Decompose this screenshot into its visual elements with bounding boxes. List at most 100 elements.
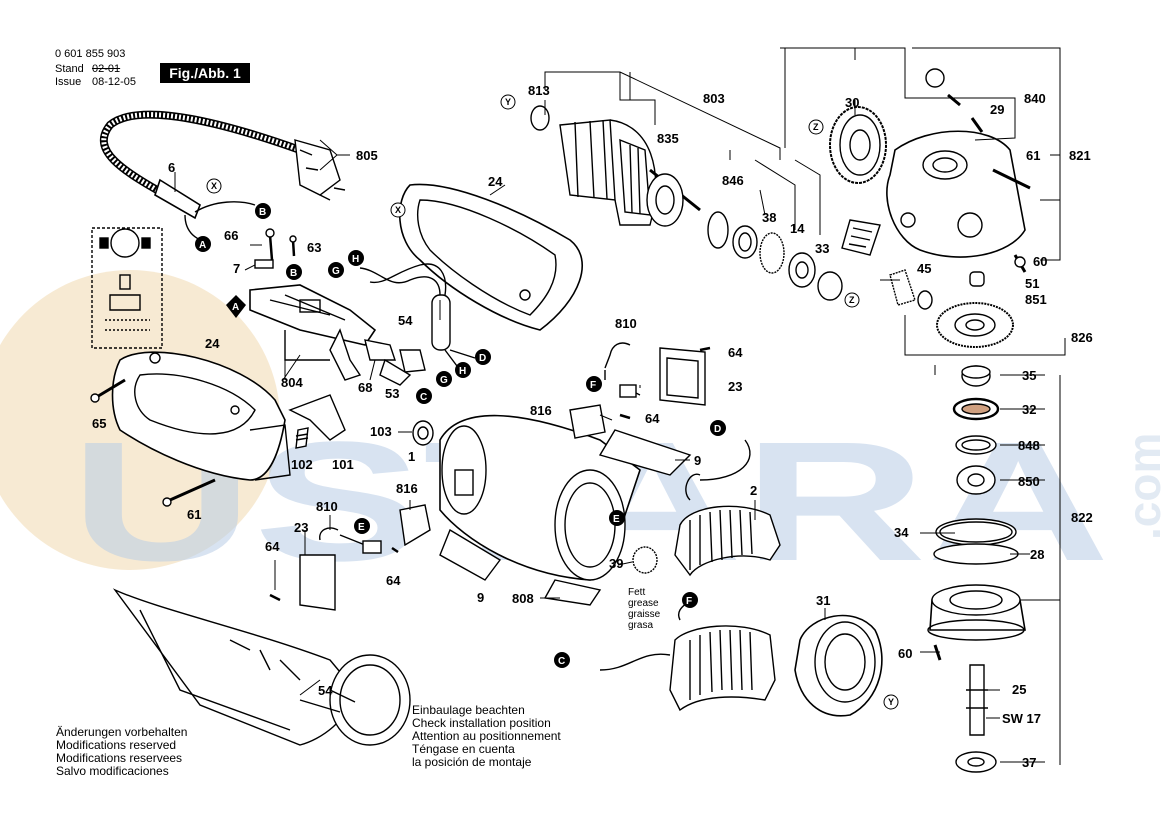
svg-text:C: C bbox=[558, 656, 565, 667]
label-51: 51 bbox=[1025, 276, 1039, 291]
motor-housing-1 bbox=[439, 414, 641, 581]
label-61-left: 61 bbox=[187, 507, 201, 522]
label-2: 2 bbox=[750, 483, 757, 498]
label-68: 68 bbox=[358, 380, 372, 395]
pin-G-1: G bbox=[328, 262, 344, 278]
label-23-lower: 23 bbox=[294, 520, 308, 535]
modifications-note-en: Modifications reserved bbox=[56, 738, 177, 752]
small-parts-840 bbox=[925, 68, 984, 133]
label-810-upper: 810 bbox=[615, 316, 637, 331]
label-808: 808 bbox=[512, 591, 534, 606]
switch-assembly bbox=[249, 284, 426, 386]
svg-text:H: H bbox=[459, 366, 466, 377]
label-835: 835 bbox=[657, 131, 679, 146]
svg-text:X: X bbox=[211, 181, 217, 191]
pin-B-2: B bbox=[286, 264, 302, 280]
installation-note-fr: Attention au positionnement bbox=[412, 729, 561, 743]
fan-103 bbox=[412, 420, 434, 446]
label-23-upper: 23 bbox=[728, 379, 742, 394]
label-840: 840 bbox=[1024, 91, 1046, 106]
installation-note-en: Check installation position bbox=[412, 716, 551, 730]
pin-H-1: H bbox=[348, 250, 364, 266]
label-64-lower-right: 64 bbox=[386, 573, 401, 588]
label-64-upper: 64 bbox=[728, 345, 743, 360]
bevel-gear-30 bbox=[829, 106, 887, 184]
label-37: 37 bbox=[1022, 755, 1036, 770]
svg-text:Y: Y bbox=[505, 97, 511, 107]
screws-right bbox=[992, 168, 1031, 273]
figure-badge: Fig./Abb. 1 bbox=[160, 63, 250, 83]
parts-line-art bbox=[90, 68, 1031, 773]
grease-note-1: grease bbox=[628, 598, 659, 609]
svg-text:Y: Y bbox=[888, 697, 894, 707]
svg-text:Z: Z bbox=[813, 122, 819, 132]
label-103: 103 bbox=[370, 424, 392, 439]
crown-gear-826 bbox=[936, 302, 1014, 348]
label-804: 804 bbox=[281, 375, 303, 390]
pinion-45 bbox=[889, 269, 985, 310]
pin-D-1: D bbox=[475, 349, 491, 365]
pin-F-1: F bbox=[586, 376, 602, 392]
pin-H-2: H bbox=[455, 362, 471, 378]
label-39: 39 bbox=[609, 556, 623, 571]
label-29: 29 bbox=[990, 102, 1004, 117]
svg-text:A: A bbox=[199, 240, 206, 251]
label-28: 28 bbox=[1030, 547, 1044, 562]
armature-835 bbox=[530, 105, 701, 227]
svg-text:G: G bbox=[440, 375, 448, 386]
label-803: 803 bbox=[703, 91, 725, 106]
brush-holder-lower bbox=[269, 504, 431, 611]
mark-Z-2: Z bbox=[844, 292, 860, 308]
label-822: 822 bbox=[1071, 510, 1093, 525]
modifications-note-es: Salvo modificaciones bbox=[56, 764, 169, 778]
svg-text:H: H bbox=[352, 254, 359, 265]
svg-text:E: E bbox=[613, 514, 620, 525]
mark-Z-1: Z bbox=[808, 119, 824, 135]
label-14: 14 bbox=[790, 221, 805, 236]
pin-C-1: C bbox=[416, 388, 432, 404]
label-60-upper: 60 bbox=[1033, 254, 1047, 269]
grease-39 bbox=[632, 546, 658, 574]
label-60-lower: 60 bbox=[898, 646, 912, 661]
brush-holder-upper bbox=[569, 342, 711, 439]
trigger-101 bbox=[288, 394, 346, 449]
label-54: 54 bbox=[398, 313, 413, 328]
svg-text:A: A bbox=[232, 302, 239, 313]
field-coil-2 bbox=[599, 439, 781, 712]
svg-text:E: E bbox=[358, 522, 365, 533]
label-54-inset: 54 bbox=[318, 683, 333, 698]
label-816-lower: 816 bbox=[396, 481, 418, 496]
grease-note-0: Fett bbox=[628, 587, 645, 598]
pin-F-2: F bbox=[682, 592, 698, 608]
label-63: 63 bbox=[307, 240, 321, 255]
issue-label: Issue bbox=[55, 76, 82, 88]
label-45: 45 bbox=[917, 261, 931, 276]
pin-A-1: A bbox=[195, 236, 211, 252]
brush-plate bbox=[841, 219, 881, 256]
installation-note-es2: la posición de montaje bbox=[412, 755, 532, 769]
grease-note-2: graisse bbox=[628, 609, 661, 620]
label-65: 65 bbox=[92, 416, 106, 431]
bearings bbox=[707, 211, 843, 301]
issue-value: 08-12-05 bbox=[92, 76, 137, 88]
connector-pins: A A B B C C D D E E F F G G H H bbox=[195, 203, 726, 668]
gear-housing-821 bbox=[886, 130, 1026, 258]
label-31: 31 bbox=[816, 593, 830, 608]
part-number: 0 601 855 903 bbox=[55, 48, 126, 60]
pin-C-2: C bbox=[554, 652, 570, 668]
label-sw17: SW 17 bbox=[1002, 711, 1041, 726]
label-32: 32 bbox=[1022, 402, 1036, 417]
grease-note-3: grasa bbox=[628, 620, 653, 631]
guard-31 bbox=[794, 614, 883, 717]
leader-lines bbox=[174, 47, 1066, 765]
label-850: 850 bbox=[1018, 474, 1040, 489]
mark-X-2: X bbox=[390, 202, 406, 218]
label-826: 826 bbox=[1071, 330, 1093, 345]
connector-schematic bbox=[91, 227, 163, 349]
pin-E-2: E bbox=[609, 510, 625, 526]
modifications-note-fr: Modifications reservees bbox=[56, 751, 183, 765]
cover-plates-9 bbox=[439, 429, 692, 606]
stand-value: 02-01 bbox=[92, 63, 121, 75]
